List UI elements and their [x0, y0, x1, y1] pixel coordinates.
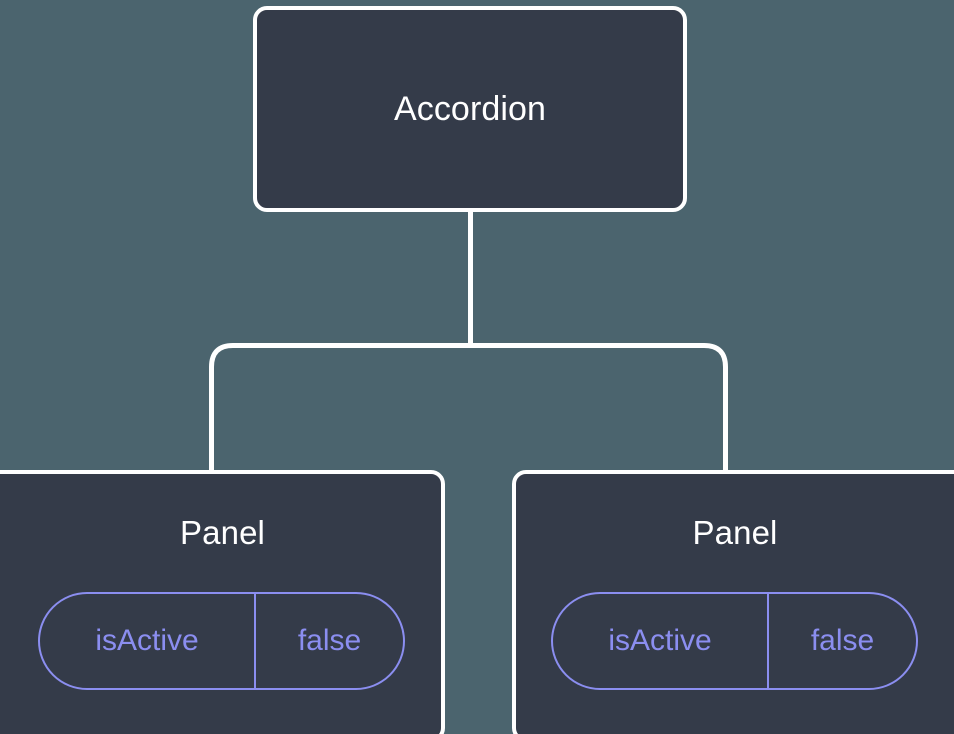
panel-node-1-title: Panel [180, 514, 265, 551]
prop-key: isActive [608, 624, 712, 657]
accordion-node[interactable]: Accordion [253, 6, 687, 212]
accordion-node-title: Accordion [393, 90, 547, 128]
prop-key: isActive [95, 624, 199, 657]
panel-node-1-prop-isactive[interactable]: isActive false [38, 592, 405, 690]
prop-value: false [254, 594, 403, 688]
panel-node-2-title: Panel [692, 514, 778, 551]
prop-value: false [767, 594, 916, 688]
panel-node-2-prop-isactive[interactable]: isActive false [551, 592, 918, 690]
connector-edge-right [470, 343, 728, 474]
connector-edge-left [209, 343, 471, 474]
